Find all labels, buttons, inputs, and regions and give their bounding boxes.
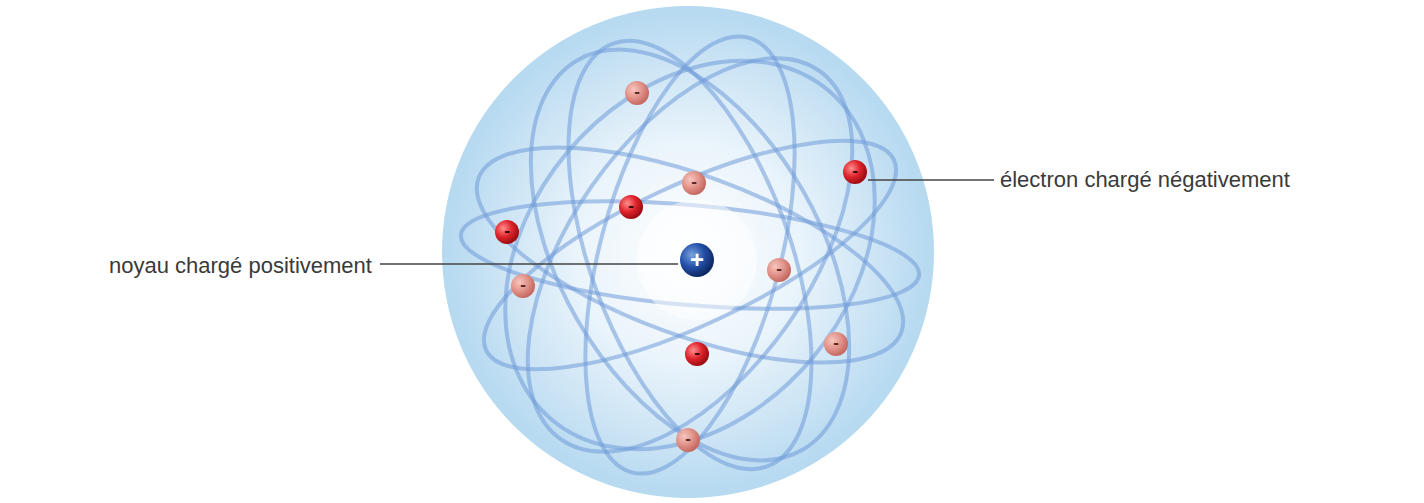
leader-line — [380, 263, 678, 264]
electron — [495, 220, 519, 244]
nucleus-glow — [637, 200, 757, 320]
electron — [767, 258, 791, 282]
charge-sign: - — [495, 220, 519, 244]
leader-line — [868, 179, 994, 180]
electron — [824, 332, 848, 356]
electron — [511, 274, 535, 298]
charge-sign: - — [682, 171, 706, 195]
electrons — [495, 81, 867, 452]
charge-sign: - — [625, 81, 649, 105]
charge-sign: - — [843, 160, 867, 184]
nucleus — [680, 243, 714, 277]
electron — [619, 195, 643, 219]
leader-label: électron chargé négativement — [1000, 169, 1290, 191]
electron — [685, 342, 709, 366]
orbits — [429, 0, 951, 503]
charge-sign: - — [511, 274, 535, 298]
electron — [676, 428, 700, 452]
charge-sign: - — [685, 342, 709, 366]
electron — [843, 160, 867, 184]
charge-sign: - — [824, 332, 848, 356]
electron — [625, 81, 649, 105]
charge-sign: + — [681, 244, 713, 276]
charge-sign: - — [676, 428, 700, 452]
leader-label: noyau chargé positivement — [109, 255, 372, 277]
charge-sign: - — [767, 258, 791, 282]
electron — [682, 171, 706, 195]
charge-sign: - — [619, 195, 643, 219]
